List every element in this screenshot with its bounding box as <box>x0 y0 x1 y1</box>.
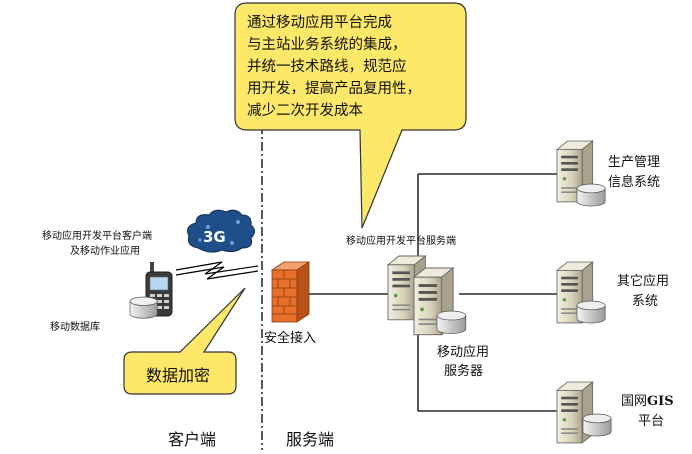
server-section-label: 服务端 <box>286 430 335 449</box>
cloud-icon <box>187 209 255 253</box>
client-platform-label-line2: 及移动作业应用 <box>70 246 140 257</box>
production-system-label-line2: 信息系统 <box>608 175 661 190</box>
callout-main-line: 与主站业务系统的集成， <box>247 37 407 53</box>
other-system-server-icon <box>556 261 606 324</box>
other-system-label-line1: 其它应用 <box>617 274 670 289</box>
gis-platform-label-line1: 国网GIS <box>621 392 674 411</box>
callout-encrypt-text: 数据加密 <box>146 366 211 385</box>
callout-encrypt-bubble <box>123 287 246 395</box>
production-system-label-line1: 生产管理 <box>608 155 661 170</box>
callout-main-bubble <box>234 2 467 229</box>
gis-bold: GIS <box>647 394 674 409</box>
gis-platform-label-line2: 平台 <box>638 414 665 429</box>
app-server-label-line1: 移动应用 <box>437 345 490 360</box>
other-system-label-line2: 系统 <box>632 294 659 309</box>
app-server-icon <box>387 255 467 336</box>
gis-platform-server-icon <box>556 381 612 444</box>
mobile-database-icon <box>129 296 158 319</box>
client-platform-label-line1: 移动应用开发平台客户端 <box>42 231 152 242</box>
callout-main-line: 通过移动应用平台完成 <box>247 15 392 31</box>
callout-main-line: 并统一技术路线，规范应 <box>247 59 407 75</box>
client-section-label: 客户端 <box>168 430 217 449</box>
callout-main-text: 通过移动应用平台完成 与主站业务系统的集成， 并统一技术路线，规范应 用开发，提… <box>247 12 421 122</box>
network-label: 3G <box>203 228 226 246</box>
callout-main-line: 用开发，提高产品复用性， <box>247 81 421 97</box>
production-system-server-icon <box>556 140 606 207</box>
mobile-db-label: 移动数据库 <box>50 322 100 333</box>
security-access-label: 安全接入 <box>264 331 317 346</box>
callout-main-line: 减少二次开发成本 <box>247 103 363 119</box>
wireless-link <box>175 261 259 275</box>
app-server-label-line2: 服务器 <box>444 364 484 379</box>
gis-prefix: 国网 <box>621 394 648 409</box>
platform-server-label: 移动应用开发平台服务端 <box>346 236 456 247</box>
firewall-icon <box>270 261 311 323</box>
